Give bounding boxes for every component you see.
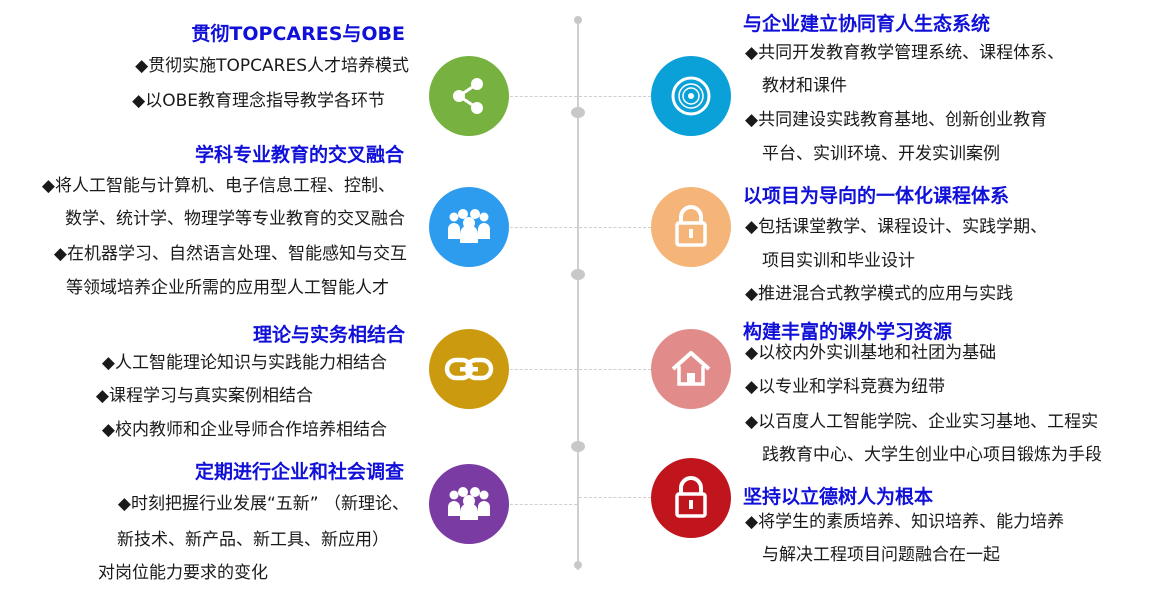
bullet-line: 新技术、新产品、新工具、新应用） xyxy=(117,530,389,550)
connector xyxy=(579,497,651,498)
lock-icon xyxy=(651,458,731,538)
bullet-line: ◆以OBE教育理念指导教学各环节 xyxy=(132,91,385,111)
item-title: 以项目为导向的一体化课程体系 xyxy=(743,185,1010,207)
bullet-line: 教材和课件 xyxy=(762,76,847,96)
bullet-line: 等领域培养企业所需的应用型人工智能人才 xyxy=(66,278,389,298)
connector xyxy=(505,504,577,505)
disc-icon xyxy=(651,56,731,136)
item-title: 与企业建立协同育人生态系统 xyxy=(743,13,991,35)
item-title: 坚持以立德树人为根本 xyxy=(743,486,934,508)
timeline-line xyxy=(577,18,579,570)
bullet-line: ◆共同建设实践教育基地、创新创业教育 xyxy=(745,110,1048,130)
connector xyxy=(579,369,651,370)
bullet-line: 与解决工程项目问题融合在一起 xyxy=(762,545,1000,565)
timeline-dot xyxy=(571,441,585,452)
share-icon xyxy=(429,56,509,136)
link-icon xyxy=(429,329,509,409)
bullet-line: ◆在机器学习、自然语言处理、智能感知与交互 xyxy=(53,244,407,264)
group-icon xyxy=(429,187,509,267)
bullet-line: ◆共同开发教育教学管理系统、课程体系、 xyxy=(745,43,1065,63)
connector xyxy=(579,96,651,97)
bullet-line: ◆将人工智能与计算机、电子信息工程、控制、 xyxy=(41,176,395,196)
bullet-line: ◆课程学习与真实案例相结合 xyxy=(95,386,313,406)
bullet-line: ◆以校内外实训基地和社团为基础 xyxy=(745,343,997,363)
bullet-line: 项目实训和毕业设计 xyxy=(762,251,915,271)
bullet-line: ◆将学生的素质培养、知识培养、能力培养 xyxy=(745,512,1065,532)
item-title: 学科专业教育的交叉融合 xyxy=(194,144,404,166)
bullet-line: 数学、统计学、物理学等专业教育的交叉融合 xyxy=(65,209,405,229)
item-title: 定期进行企业和社会调查 xyxy=(194,461,404,483)
item-title: 理论与实务相结合 xyxy=(252,324,405,346)
connector xyxy=(505,96,577,97)
home-icon xyxy=(651,329,731,409)
bullet-line: ◆人工智能理论知识与实践能力相结合 xyxy=(101,353,387,373)
bullet-line: ◆以百度人工智能学院、企业实习基地、工程实 xyxy=(745,412,1099,432)
bullet-line: 对岗位能力要求的变化 xyxy=(98,563,268,583)
bullet-line: ◆以专业和学科竞赛为纽带 xyxy=(745,377,946,397)
bullet-line: 平台、实训环境、开发实训案例 xyxy=(762,144,1000,164)
timeline-dot xyxy=(571,269,585,280)
timeline-dot xyxy=(574,16,582,24)
bullet-line: ◆包括课堂教学、课程设计、实践学期、 xyxy=(745,217,1048,237)
lock-icon xyxy=(651,187,731,267)
team-icon xyxy=(429,464,509,544)
timeline-dot xyxy=(574,561,582,569)
bullet-line: ◆校内教师和企业导师合作培养相结合 xyxy=(101,420,387,440)
connector xyxy=(579,227,651,228)
bullet-line: 践教育中心、大学生创业中心项目锻炼为手段 xyxy=(762,445,1102,465)
bullet-line: ◆贯彻实施TOPCARES人才培养模式 xyxy=(135,56,409,76)
item-title: 构建丰富的课外学习资源 xyxy=(743,321,953,343)
timeline-dot xyxy=(571,107,585,118)
bullet-line: ◆推进混合式教学模式的应用与实践 xyxy=(745,284,1014,304)
bullet-line: ◆时刻把握行业发展“五新” （新理论、 xyxy=(117,494,409,514)
connector xyxy=(505,227,577,228)
connector xyxy=(505,369,577,370)
item-title: 贯彻TOPCARES与OBE xyxy=(191,23,405,45)
